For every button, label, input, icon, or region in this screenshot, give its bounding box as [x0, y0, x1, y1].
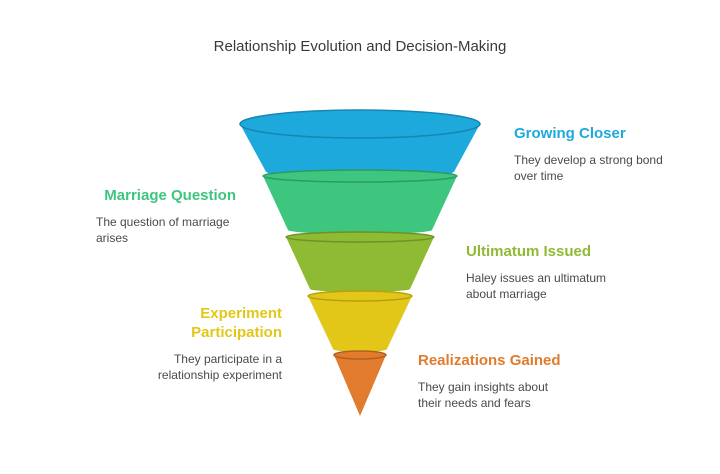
- stage-heading: Marriage Question: [104, 187, 236, 204]
- stage-realizations-gained: Realizations Gained They gain insights a…: [418, 351, 618, 411]
- stage-description: They participate in a relationship exper…: [157, 352, 282, 382]
- stage-heading: Experiment Participation: [191, 305, 282, 341]
- funnel-segment-rim: [239, 109, 481, 139]
- stage-description: They develop a strong bond over time: [514, 153, 663, 183]
- funnel-segment-rim: [307, 290, 413, 302]
- funnel-segment-body: [240, 124, 480, 182]
- funnel-segment-rim: [333, 350, 387, 360]
- stage-experiment-participation: Experiment Participation They participat…: [82, 304, 282, 383]
- stage-growing-closer: Growing Closer They develop a strong bon…: [514, 124, 714, 184]
- funnel-segment-body: [263, 176, 457, 234]
- funnel-segment-realizations-gained: [333, 350, 387, 416]
- funnel-segment-marriage-question: [262, 169, 458, 234]
- funnel-segment-body: [286, 237, 434, 292]
- funnel-segment-body: [308, 296, 412, 352]
- funnel-segment-ultimatum-issued: [285, 231, 435, 292]
- funnel-segment-growing-closer: [239, 109, 481, 182]
- stage-description: The question of marriage arises: [96, 215, 230, 245]
- stage-description: Haley issues an ultimatum about marriage: [466, 271, 607, 301]
- diagram-title: Relationship Evolution and Decision-Maki…: [213, 38, 507, 55]
- stage-marriage-question: Marriage Question The question of marria…: [36, 186, 236, 246]
- stage-heading: Growing Closer: [514, 125, 626, 142]
- stage-heading: Ultimatum Issued: [466, 243, 592, 260]
- stage-ultimatum-issued: Ultimatum Issued Haley issues an ultimat…: [466, 242, 666, 302]
- funnel-segment-body: [334, 355, 386, 416]
- funnel-segment-experiment-participation: [307, 290, 413, 352]
- stage-heading: Realizations Gained: [418, 352, 561, 369]
- funnel-segment-rim: [262, 169, 458, 183]
- funnel-segment-rim: [285, 231, 435, 243]
- stage-description: They gain insights about their needs and…: [418, 380, 549, 410]
